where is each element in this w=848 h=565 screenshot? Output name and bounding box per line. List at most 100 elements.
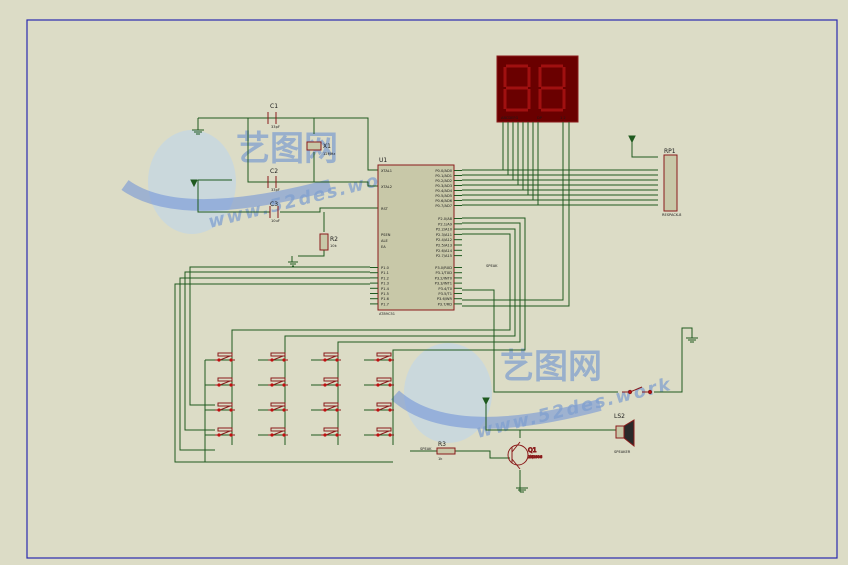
seven-segment-display[interactable]: ABCDEFG DP 1 2 [496,55,579,123]
pins-p2-label: P2.1/A9 [438,222,453,226]
pins-p3-label: P3.1/TXD [435,271,452,275]
pins-p3-label: P3.7/RD [438,302,453,306]
pins-p3-label: P3.5/T1 [438,292,452,296]
pins-p2-label: P2.7/A15 [436,254,452,258]
pins-p2-label: P2.3/A11 [436,233,452,237]
pins-p0-label: P0.3/AD3 [435,184,452,188]
pins-p0-label: P0.4/AD4 [435,189,452,193]
pins-p3-label: P3.6/WR [437,297,453,301]
watermark-swoosh-icon [390,390,602,429]
reset-switch[interactable] [622,386,653,395]
watermark-cn: 艺图网 [500,347,602,387]
r3-value: 1k [438,457,443,461]
pins-p3-label: P3.2/INT0 [435,276,453,280]
x1-label: X1 [323,143,331,150]
keypad-switch[interactable] [268,377,288,387]
c3-label: C3 [270,201,278,208]
u1-value: AT89C51 [379,312,395,316]
pins-p0-label: P0.1/AD1 [435,174,452,178]
keypad-switch[interactable] [321,377,341,387]
keypad-switch[interactable] [374,402,394,412]
keypad-switch[interactable] [374,427,394,437]
c2-value: 33pF [271,188,280,192]
keypad-switch[interactable] [268,352,288,362]
pins-p2-label: P2.0/A8 [438,217,453,221]
port3-pins: P3.0/RXDP3.1/TXDP3.2/INT0P3.3/INT1P3.4/T… [435,266,462,306]
speak-net-label-2: SPEAK [420,447,432,451]
display-pin-label-abcdefg: ABCDEFG [501,116,518,120]
pins-p0-label: P0.2/AD2 [435,179,452,183]
pins-p2-label: P2.2/A10 [436,228,453,232]
pin-rst: RST [381,207,389,211]
c1-value: 33pF [271,125,280,129]
r2-label: R2 [330,236,338,243]
pins-p3-label: P3.0/RXD [435,266,452,270]
pins-p2-label: P2.5/A13 [436,244,452,248]
pins-p0-label: P0.6/AD6 [435,199,452,203]
pins-p0-label: P0.5/AD5 [435,194,452,198]
pins-p0-label: P0.7/AD7 [435,204,452,208]
keypad-switch[interactable] [374,352,394,362]
keypad-switch[interactable] [321,427,341,437]
pin-ea: EA [381,245,386,249]
reset-switch-wires [462,289,698,393]
speak-net-label: SPEAK [486,264,498,268]
pin-xtal2: XTAL2 [381,185,392,189]
pins-p1-label: P1.3 [381,282,389,286]
q1-value: 2N3906 [528,455,543,459]
q1-label: Q1 [528,447,537,454]
oscillator-wires [197,117,378,257]
port1-pins: P1.0P1.1P1.2P1.3P1.4P1.5P1.6P1.7 [370,266,390,306]
keypad-switch[interactable] [268,427,288,437]
resistor-r3[interactable]: R3 1k [436,441,456,461]
keypad-switch[interactable] [374,377,394,387]
pins-p1-label: P1.0 [381,266,390,270]
keypad-switch[interactable] [321,402,341,412]
keypad-switch[interactable] [215,427,235,437]
mcu-chip[interactable]: U1 AT89C51 XTAL1 XTAL2 RST PSEN ALE EA P… [370,157,462,316]
power-arrow-icon [190,179,198,188]
pins-p0-label: P0.0/AD0 [435,169,452,173]
pins-p1-label: P1.2 [381,276,389,280]
pins-p1-label: P1.4 [381,287,390,291]
ls2-label: LS2 [614,413,625,420]
port0-bus-wires [462,122,658,307]
speaker[interactable]: LS2 SPEAKER [614,413,635,454]
display-pin-label-dp: DP [537,116,543,120]
keypad-wires [174,217,526,463]
ls2-value: SPEAKER [614,450,631,454]
oscillator-components [267,112,329,251]
keypad-switch[interactable] [215,352,235,362]
keypad-switch[interactable] [215,377,235,387]
pin-xtal1: XTAL1 [381,169,392,173]
x1-value: 12MHz [323,152,335,156]
port2-pins: P2.0/A8P2.1/A9P2.2/A10P2.3/A11P2.4/A12P2… [436,217,462,258]
port0-pins: P0.0/AD0P0.1/AD1P0.2/AD2P0.3/AD3P0.4/AD4… [435,169,462,208]
sheet-border [26,19,838,559]
keypad-matrix[interactable] [215,352,394,437]
speaker-driver-wires [410,404,616,493]
keypad-switch[interactable] [321,352,341,362]
rp1-value: RESPACK-8 [662,213,682,217]
transistor-q1[interactable]: Q1 2N3906 [507,441,543,470]
pins-p2-label: P2.6/A14 [436,249,453,253]
pins-p1-label: P1.7 [381,302,389,306]
c2-label: C2 [270,168,278,175]
pins-p1-label: P1.5 [381,292,389,296]
display-pin-label-digits: 1 2 [560,116,566,120]
keypad-switch[interactable] [268,402,288,412]
c3-value: 10uF [271,219,280,223]
pin-psen: PSEN [381,233,391,237]
resistor-pack[interactable]: RP1 RESPACK-8 [662,148,682,217]
power-arrow-icon [628,135,636,144]
pin-ale: ALE [381,239,388,243]
pins-p3-label: P3.3/INT1 [435,282,452,286]
keypad-switch[interactable] [215,402,235,412]
ground-symbols [192,129,298,267]
pins-p3-label: P3.4/T0 [438,287,452,291]
r3-label: R3 [438,441,446,448]
r2-value: 10k [330,244,338,248]
pins-p1-label: P1.1 [381,271,389,275]
watermark-swoosh-icon [121,179,332,211]
c1-label: C1 [270,103,278,110]
